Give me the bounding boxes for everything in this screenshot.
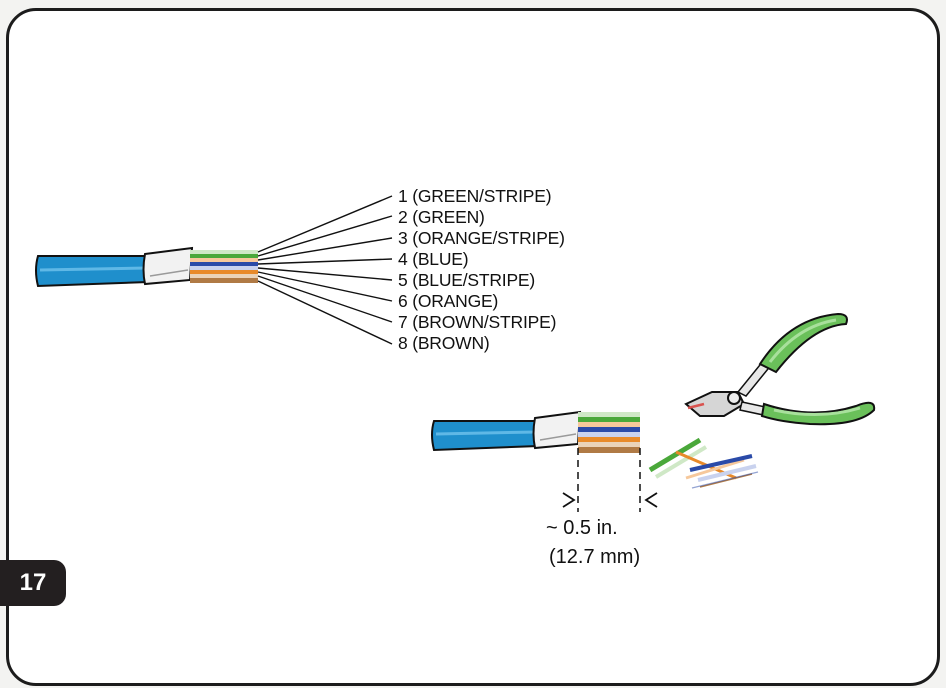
dimension-arrow-right	[644, 492, 658, 508]
wire-cutter-pliers	[684, 312, 876, 426]
cable-jacket-bottom	[431, 420, 539, 452]
cable-jacket-top	[35, 255, 149, 288]
wire-label-7: 7 (BROWN/STRIPE)	[398, 312, 557, 332]
foil-shield-top	[142, 246, 194, 286]
trimmed-cable-bottom	[431, 410, 658, 512]
wire-label-2: 2 (GREEN)	[398, 207, 485, 227]
wire-label-5: 5 (BLUE/STRIPE)	[398, 270, 536, 290]
wire-label-6: 6 (ORANGE)	[398, 291, 499, 311]
dimension-arrow-left	[562, 492, 576, 508]
foil-shield-bottom	[532, 410, 582, 450]
wire-label-1: 1 (GREEN/STRIPE)	[398, 186, 552, 206]
stripped-cable-top	[35, 195, 393, 345]
leader-lines	[257, 195, 393, 345]
cut-wire-pieces	[648, 437, 759, 489]
wire-label-8: 8 (BROWN)	[398, 333, 490, 353]
pliers-grip-upper	[758, 312, 848, 374]
pliers-pivot	[727, 391, 741, 405]
wire-label-3: 3 (ORANGE/STRIPE)	[398, 228, 565, 248]
wire-label-4: 4 (BLUE)	[398, 249, 469, 269]
wire-bundle-bottom	[578, 412, 640, 453]
step-number-badge: 17	[0, 560, 66, 606]
measurement-inches: ~ 0.5 in.	[546, 517, 618, 539]
measurement-millimeters: (12.7 mm)	[549, 546, 641, 568]
wire-bundle-top	[190, 250, 258, 283]
